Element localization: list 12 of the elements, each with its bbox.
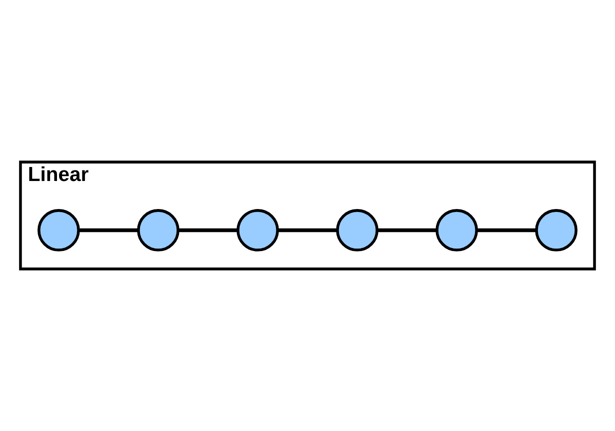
connector [377,228,437,232]
connector [178,228,238,232]
node-circle [38,209,80,252]
cluster: Linear [19,160,596,270]
node-circle [137,209,180,252]
connector [278,228,338,232]
node-circle [436,209,478,252]
node-circle [535,209,578,252]
node-circle [236,209,279,252]
node-circle [336,209,378,252]
connector [78,228,138,232]
connector [476,228,536,232]
